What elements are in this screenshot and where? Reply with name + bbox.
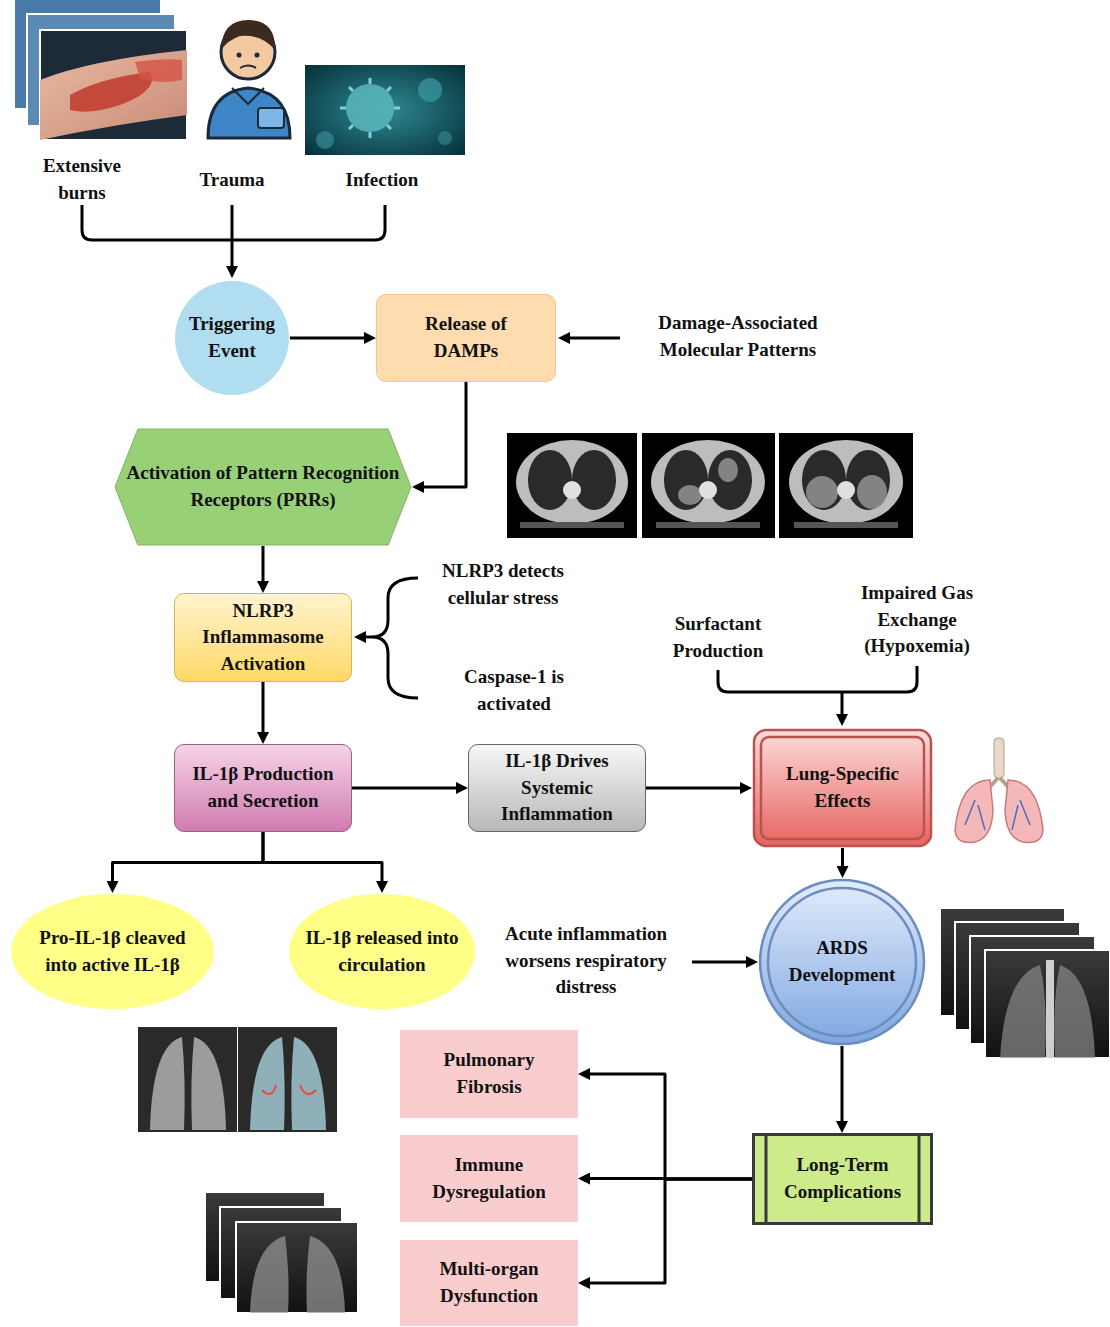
ct-scans <box>507 433 913 538</box>
node-text: Release of DAMPs <box>391 311 541 364</box>
connector-arrow <box>586 1179 752 1283</box>
node-text-group: Pro-IL-1β cleaved into active IL-1β <box>23 925 203 978</box>
annotation-label: Trauma <box>172 167 292 194</box>
leader-lines <box>82 205 917 962</box>
lungs-illustration <box>955 738 1043 843</box>
connector-arrow <box>262 682 265 736</box>
burn-photo <box>15 0 187 140</box>
node-text-group: Long-Term Complications <box>770 1152 915 1205</box>
node-text: NLRP3 Inflammasome Activation <box>180 598 346 678</box>
node-shape <box>288 893 476 1010</box>
process-box: IL-1β Drives Systemic Inflammation <box>468 744 646 832</box>
node-text: Long-Term Complications <box>770 1152 915 1205</box>
node-text-group: Multi-organ Dysfunction <box>409 1256 569 1309</box>
node-shape <box>752 1133 933 1225</box>
annotation-label: Acute inflammation worsens respiratory d… <box>486 921 686 1001</box>
connector-arrow <box>262 546 265 585</box>
annotation-label: Impaired Gas Exchange (Hypoxemia) <box>842 580 992 660</box>
annotation-label: Damage-Associated Molecular Patterns <box>628 310 848 363</box>
connector-arrow <box>420 382 466 487</box>
outcome-ellipse: Pro-IL-1β cleaved into active IL-1β <box>10 893 215 1010</box>
node-shape <box>174 280 290 396</box>
xray-stack <box>940 908 1110 1058</box>
node-shape <box>752 728 933 848</box>
trauma-icon <box>208 20 290 138</box>
complication-box: Multi-organ Dysfunction <box>400 1240 578 1326</box>
node-text-group: IL-1β Drives Systemic Inflammation <box>474 748 640 828</box>
node-text-group: Release of DAMPs <box>391 311 541 364</box>
node-shape <box>114 428 412 546</box>
complication-box: Immune Dysregulation <box>400 1135 578 1222</box>
node-text: Immune Dysregulation <box>409 1152 569 1205</box>
outcome-ellipse: IL-1β released into circulation <box>288 893 476 1010</box>
annotation-label: Caspase-1 is activated <box>434 664 594 717</box>
xray-stack-small <box>205 1192 358 1313</box>
node-text-group: ARDS Development <box>777 935 907 988</box>
node-text-group: Activation of Pattern Recognition Recept… <box>123 460 403 513</box>
annotation-label: NLRP3 detects cellular stress <box>413 558 593 611</box>
connector-arrow <box>841 848 844 870</box>
predefined-process-box: Long-Term Complications <box>752 1133 933 1225</box>
virus-image <box>305 65 465 155</box>
node-text-group: IL-1β released into circulation <box>300 925 464 978</box>
node-text-group: IL-1β Production and Secretion <box>179 761 347 814</box>
node-text-group: Pulmonary Fibrosis <box>409 1047 569 1100</box>
node-text: IL-1β Drives Systemic Inflammation <box>474 748 640 828</box>
node-text: ARDS Development <box>777 935 907 988</box>
xray-pair <box>138 1027 337 1132</box>
hexagon-box: Activation of Pattern Recognition Recept… <box>114 428 412 546</box>
node-text: IL-1β Production and Secretion <box>179 761 347 814</box>
process-box: IL-1β Production and Secretion <box>174 744 352 832</box>
ards-circle: ARDS Development <box>758 878 926 1046</box>
connector-arrow <box>352 787 460 790</box>
node-text-group: Triggering Event <box>180 311 284 364</box>
node-text-group: NLRP3 Inflammasome Activation <box>180 598 346 678</box>
connector-arrow <box>841 1046 844 1125</box>
process-box: Release of DAMPs <box>376 294 556 382</box>
node-text: Lung-Specific Effects <box>768 761 918 814</box>
node-text-group: Lung-Specific Effects <box>768 761 918 814</box>
node-text: Multi-organ Dysfunction <box>409 1256 569 1309</box>
node-text-group: Immune Dysregulation <box>409 1152 569 1205</box>
trigger-circle: Triggering Event <box>174 280 290 396</box>
node-text: Pro-IL-1β cleaved into active IL-1β <box>23 925 203 978</box>
connector-arrow <box>586 1074 752 1179</box>
node-text: Pulmonary Fibrosis <box>409 1047 569 1100</box>
connector-arrow <box>646 787 744 790</box>
node-shape <box>10 893 215 1010</box>
node-shape <box>758 878 926 1046</box>
annotation-label: Infection <box>322 167 442 194</box>
double-border-box: Lung-Specific Effects <box>752 728 933 848</box>
complication-box: Pulmonary Fibrosis <box>400 1030 578 1118</box>
connector-arrow <box>113 832 264 885</box>
connector-arrow <box>290 337 368 340</box>
node-text: Triggering Event <box>180 311 284 364</box>
annotation-label: Surfactant Production <box>653 611 783 664</box>
process-box: NLRP3 Inflammasome Activation <box>174 593 352 682</box>
connector-arrow <box>263 832 382 885</box>
annotation-label: Extensive burns <box>22 153 142 206</box>
node-text: Activation of Pattern Recognition Recept… <box>123 460 403 513</box>
node-text: IL-1β released into circulation <box>300 925 464 978</box>
